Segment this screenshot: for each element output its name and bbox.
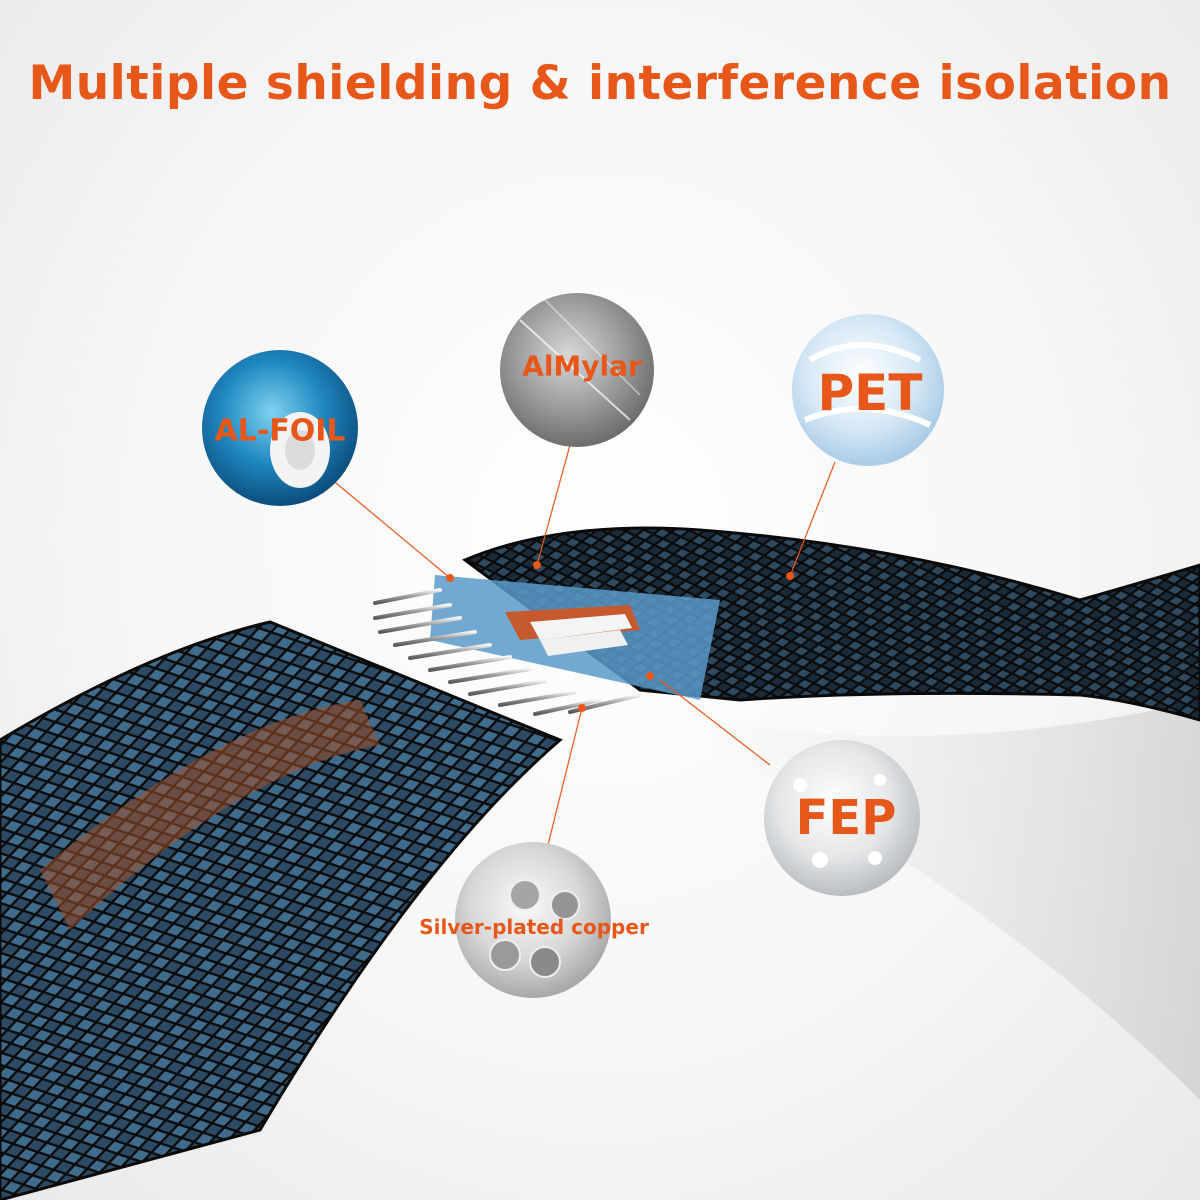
almylar-label: AlMylar bbox=[522, 349, 642, 383]
leader-lines bbox=[329, 444, 836, 846]
silver-plated-copper-badge bbox=[455, 842, 611, 998]
leader-dots bbox=[446, 561, 794, 712]
fep-badge bbox=[764, 740, 920, 896]
pet-label: PET bbox=[817, 364, 923, 422]
inner-wires bbox=[373, 575, 720, 716]
al-foil-badge bbox=[202, 350, 358, 506]
fep-label: FEP bbox=[795, 790, 897, 846]
almylar-badge bbox=[500, 293, 654, 447]
pet-badge bbox=[792, 314, 944, 466]
silver-plated-copper-label: Silver-plated copper bbox=[419, 915, 649, 939]
al-foil-label: AL-FOIL bbox=[214, 413, 346, 449]
page-title: Multiple shielding & interference isolat… bbox=[28, 56, 1172, 111]
